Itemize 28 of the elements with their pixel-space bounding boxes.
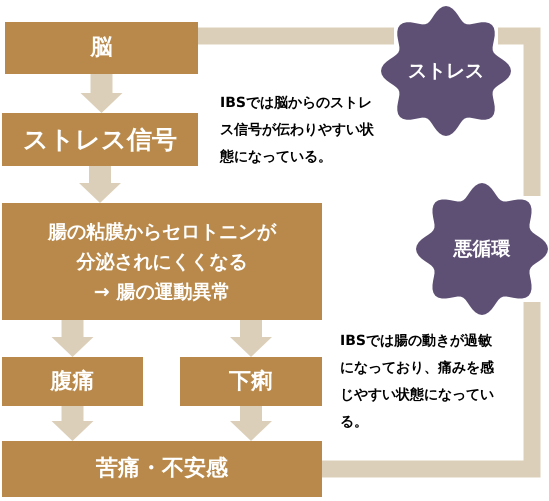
box-text: 脳 (90, 34, 112, 62)
box-text: 腸の粘膜からセロトニンが分泌されにくくなる (46, 220, 278, 274)
box-text: ストレス信号 (23, 124, 177, 154)
note-text: IBSでは腸の動きが過敏になっており、痛みを感じやすい状態になっている。 (340, 332, 495, 432)
loop-band (198, 28, 394, 44)
down-arrow (80, 74, 122, 113)
box-text: 下痢 (229, 368, 273, 396)
down-arrow (52, 406, 94, 441)
cloud-text: ストレス (408, 58, 484, 84)
process-box (180, 357, 322, 406)
loop-band (322, 302, 540, 478)
cloud-shape (380, 5, 512, 137)
down-arrow (79, 166, 121, 203)
box-text: → 腸の運動異常 (94, 280, 230, 304)
down-arrow (52, 320, 94, 357)
down-arrow (230, 320, 272, 357)
cloud-text: 悪循環 (454, 236, 510, 262)
process-box (5, 22, 198, 74)
box-text: 苦痛・不安感 (96, 454, 228, 483)
process-box (2, 441, 322, 497)
process-box (2, 203, 322, 320)
note-text: IBSでは脳からのストレス信号が伝わりやすい状態になっている。 (220, 94, 375, 167)
loop-band (498, 28, 540, 196)
box-text: 腹痛 (50, 368, 94, 396)
process-box (2, 357, 143, 406)
cloud-shape (415, 182, 549, 316)
process-box (2, 113, 198, 166)
down-arrow (230, 406, 272, 441)
